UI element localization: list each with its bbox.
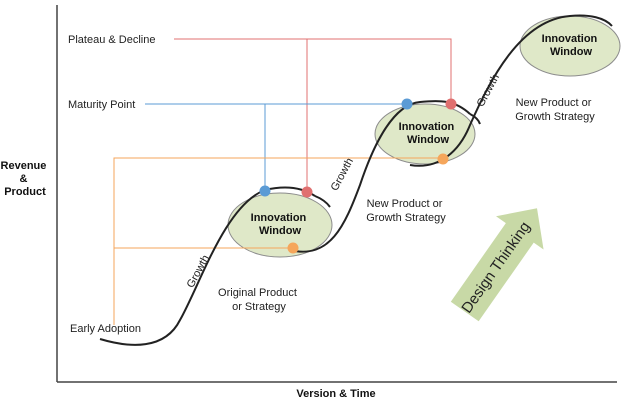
axes [56,5,617,383]
x-axis-label: Version & Time [296,388,375,400]
innovation-window-1-line-2: Window [259,225,301,237]
plateau-arcs [314,113,481,208]
plateau-dot-2 [445,98,457,110]
strategy-label-3-line-1: New Product or [516,97,592,109]
plateau-dot-1 [301,186,313,198]
innovation-window-2-line-2: Window [407,134,449,146]
innovation-window-2 [374,103,476,165]
strategy-label-1-line-2: or Strategy [232,301,286,313]
innovation-window-3-text: Innovation Window [542,33,601,58]
y-axis-label-line-3: Product [4,186,46,198]
y-axis-label: Revenue & Product [1,160,50,198]
strategy-label-3: New Product or Growth Strategy [515,97,595,123]
strategy-label-2-line-2: Growth Strategy [366,212,446,224]
plateau-connector [174,38,452,104]
marker-dots [259,98,457,254]
maturity-point-label: Maturity Point [68,99,135,111]
early-adoption-label: Early Adoption [70,323,141,335]
innovation-window-3-line-1: Innovation [542,33,598,45]
design-thinking-label: Design Thinking [458,219,533,317]
growth-label-3: Growth [475,72,502,109]
early-dot-2 [437,153,449,165]
innovation-window-2-line-1: Innovation [399,121,455,133]
strategy-label-1: Original Product or Strategy [218,287,300,313]
strategy-label-2: New Product or Growth Strategy [366,198,446,224]
plateau-arc-2 [469,113,481,125]
design-thinking-arrow: Design Thinking [450,208,544,322]
strategy-label-1-line-1: Original Product [218,287,297,299]
plateau-decline-label: Plateau & Decline [68,34,155,46]
early-connector [113,157,443,325]
innovation-window-2-text: Innovation Window [399,121,458,146]
maturity-dot-2 [401,98,413,110]
innovation-windows [227,15,621,258]
lifecycle-curve [99,14,613,346]
growth-label-1: Growth [185,253,212,290]
early-dot-1 [287,242,299,254]
strategy-label-3-line-2: Growth Strategy [515,111,595,123]
maturity-dot-1 [259,185,271,197]
y-axis-label-line-2: & [19,173,27,185]
growth-label-2: Growth [329,156,356,193]
plateau-arc-1 [314,195,331,208]
up-right-arrow-icon [450,208,544,322]
innovation-window-1-text: Innovation Window [251,212,310,237]
y-axis-label-line-1: Revenue [1,160,47,172]
strategy-label-2-line-1: New Product or [367,198,443,210]
connector-lines [113,38,452,325]
innovation-window-3-line-2: Window [550,46,592,58]
innovation-window-1-line-1: Innovation [251,212,307,224]
